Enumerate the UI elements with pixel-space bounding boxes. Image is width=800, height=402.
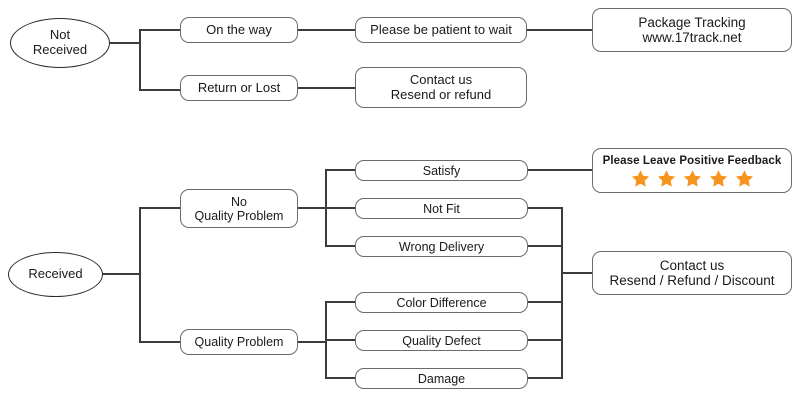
node-color-difference[interactable]: Color Difference [355,292,528,313]
node-color-difference-label: Color Difference [396,295,487,310]
node-not-received-line-1: Not [49,27,71,43]
node-satisfy-label: Satisfy [422,163,461,178]
node-please-be-patient[interactable]: Please be patient to wait [355,17,527,43]
node-on-the-way[interactable]: On the way [180,17,298,43]
node-contact-us-resend-refund-discount[interactable]: Contact us Resend / Refund / Discount [592,251,792,295]
node-wrong-delivery-label: Wrong Delivery [398,239,485,254]
node-not-received[interactable]: Not Received [10,18,110,68]
node-quality-problem-label: Quality Problem [194,335,284,349]
node-contact-us-resend-refund[interactable]: Contact us Resend or refund [355,67,527,108]
node-on-the-way-label: On the way [206,21,272,37]
node-received-label: Received [28,266,83,282]
star-rating[interactable] [631,169,754,188]
node-no-quality-problem-line-1: No [231,194,247,209]
node-not-fit[interactable]: Not Fit [355,198,528,219]
node-positive-feedback-label: Please Leave Positive Feedback [602,154,782,167]
node-contact-us-line-2: Resend or refund [390,86,492,102]
node-quality-defect-label: Quality Defect [402,333,481,348]
node-damage-label: Damage [417,371,466,386]
node-contact-us-line-1: Contact us [409,71,473,87]
node-contact-us-discount-line-2: Resend / Refund / Discount [609,273,775,288]
star-icon[interactable] [735,169,754,188]
node-satisfy[interactable]: Satisfy [355,160,528,181]
node-package-tracking-title: Package Tracking [638,14,746,30]
node-not-received-line-2: Received [32,42,88,57]
node-positive-feedback[interactable]: Please Leave Positive Feedback [592,148,792,193]
node-no-quality-problem-line-2: Quality Problem [194,208,284,223]
node-quality-problem[interactable]: Quality Problem [180,329,298,355]
node-please-be-patient-label: Please be patient to wait [370,21,512,37]
node-return-or-lost[interactable]: Return or Lost [180,75,298,101]
node-not-fit-label: Not Fit [423,201,460,216]
node-quality-defect[interactable]: Quality Defect [355,330,528,351]
node-damage[interactable]: Damage [355,368,528,389]
node-contact-us-discount-line-1: Contact us [659,257,725,273]
node-wrong-delivery[interactable]: Wrong Delivery [355,236,528,257]
node-package-tracking[interactable]: Package Tracking www.17track.net [592,8,792,52]
star-icon[interactable] [657,169,676,188]
node-return-or-lost-label: Return or Lost [197,79,281,95]
node-no-quality-problem[interactable]: No Quality Problem [180,189,298,228]
node-package-tracking-url[interactable]: www.17track.net [642,30,742,45]
star-icon[interactable] [683,169,702,188]
node-received[interactable]: Received [8,252,103,297]
star-icon[interactable] [709,169,728,188]
star-icon[interactable] [631,169,650,188]
